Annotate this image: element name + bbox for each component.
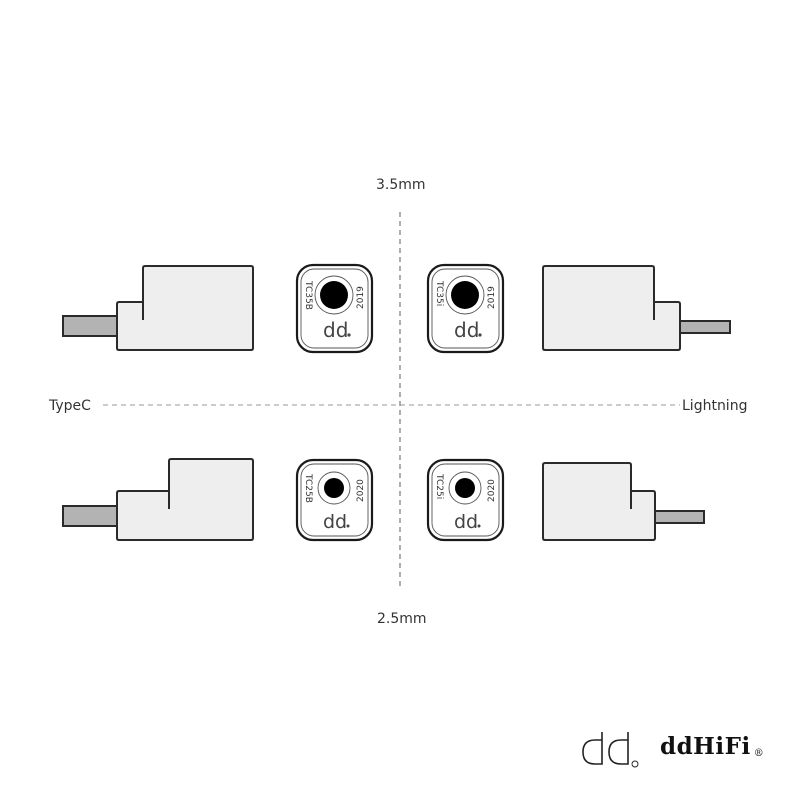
chip-tc25i: TC25i 2020 dd	[426, 458, 505, 542]
jack-hole	[455, 478, 475, 498]
chip-model: TC35i	[434, 280, 444, 306]
chip-model: TC35B	[303, 280, 313, 310]
jack-hole	[320, 281, 348, 309]
chip-logo: dd	[454, 318, 479, 342]
adapter-lightning-3.5mm	[542, 265, 731, 351]
adapter-body	[542, 462, 656, 541]
chip-year: 2020	[487, 479, 497, 502]
adapter-body	[116, 265, 254, 351]
usb-c-plug	[62, 315, 118, 337]
adapter-body	[116, 458, 254, 541]
brand-wordmark: ddHiFi®	[660, 733, 764, 760]
chip-model: TC25i	[434, 473, 444, 499]
chip-year: 2019	[487, 286, 497, 309]
adapter-typec-3.5mm	[62, 265, 254, 351]
lightning-label: Lightning	[682, 398, 748, 414]
chip-tc35i: TC35i 2019 dd	[426, 263, 505, 354]
chip-tc35b: TC35B 2019 dd	[295, 263, 374, 354]
jack-hole	[324, 478, 344, 498]
jack-3.5mm-label: 3.5mm	[376, 177, 426, 193]
chip-year: 2020	[356, 479, 366, 502]
typec-label: TypeC	[49, 398, 91, 414]
adapter-lightning-2.5mm	[542, 462, 705, 541]
usb-c-plug	[62, 505, 118, 527]
chip-tc25b: TC25B 2020 dd	[295, 458, 374, 542]
jack-2.5mm-label: 2.5mm	[377, 611, 427, 627]
brand-name: ddHiFi	[660, 733, 751, 760]
chip-logo: dd	[454, 511, 478, 533]
adapter-typec-2.5mm	[62, 458, 254, 541]
registered-mark: ®	[753, 748, 765, 759]
chip-year: 2019	[356, 286, 366, 309]
jack-hole	[451, 281, 479, 309]
chip-logo: dd	[323, 318, 348, 342]
chip-logo: dd	[323, 511, 347, 533]
chip-model: TC25B	[303, 473, 313, 503]
brand-logo-mark	[582, 732, 639, 768]
adapter-body	[542, 265, 681, 351]
lightning-plug	[654, 510, 705, 524]
lightning-plug	[679, 320, 731, 334]
